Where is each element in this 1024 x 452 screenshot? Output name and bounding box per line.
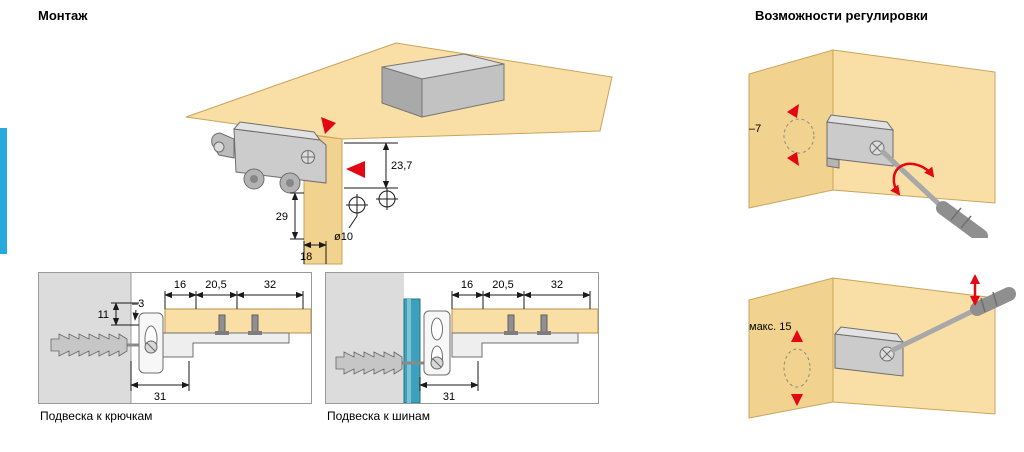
depth-adjustment-illustration: –7: [748, 49, 996, 238]
red-arrow-up: [791, 330, 803, 342]
corner-right-wall: [832, 277, 996, 415]
dim-label-20-5: 20,5: [205, 279, 226, 291]
screwdriver-handle-rib: [980, 297, 986, 313]
dim-label-32: 32: [264, 279, 276, 291]
bracket-wheel-hub: [250, 175, 258, 183]
section-title-adjustment: Возможности регулировки: [755, 8, 928, 23]
mounting-rail: [403, 298, 421, 403]
dim-bottom-31: 31: [419, 361, 479, 403]
red-arrow-push-left: [346, 161, 365, 178]
wall-anchor: [50, 333, 145, 357]
dims-top: 16 20,5 32: [164, 279, 304, 309]
hooks-detail-drawing: 16 20,5 32 11 –3 31: [39, 273, 311, 403]
screwdriver: [890, 287, 1016, 353]
main-mounting-illustration: 23,7 ø10 29 18: [185, 42, 613, 265]
depth-adjust-label: –7: [749, 123, 761, 135]
anchor-dowel: [50, 333, 128, 357]
section-title-mounting: Монтаж: [38, 8, 88, 23]
cover-cap-side: [421, 63, 505, 118]
dims-top: 16 20,5 32: [451, 279, 591, 309]
screw-shaft: [507, 314, 515, 334]
screw-shaft: [218, 314, 226, 334]
bracket-top-bevel: [233, 121, 322, 141]
dim-label-11: 11: [98, 309, 109, 321]
cover-cap: [381, 53, 505, 118]
screwdriver-handle-rib: [950, 207, 962, 221]
dim-label-20-5: 20,5: [492, 279, 513, 291]
adjustment-ghost-outline: [783, 118, 815, 154]
hook-plate: [423, 310, 451, 376]
dim-label-16: 16: [461, 279, 473, 291]
red-arrow-down: [791, 394, 803, 406]
screw-head: [215, 331, 229, 335]
red-rotation-arrow: [890, 162, 935, 196]
anchor-dowel: [335, 351, 403, 375]
dim-label-18: 18: [300, 251, 312, 263]
height-adjustment-illustration: макс. 15: [748, 274, 1016, 419]
red-arrow-down: [787, 152, 799, 166]
hook-slot: [431, 317, 443, 341]
height-adjust-label: макс. 15: [749, 321, 791, 333]
bracket-top-bevel: [834, 326, 905, 343]
screw-head: [504, 331, 518, 335]
hooks-detail-panel: 16 20,5 32 11 –3 31: [38, 272, 312, 404]
mounting-rail-highlight: [407, 299, 411, 403]
screw-shaft: [540, 314, 548, 334]
dim-label-16: 16: [174, 279, 186, 291]
screw-head: [537, 331, 551, 335]
dim-label-31: 31: [154, 391, 166, 403]
bracket-arm: [162, 332, 290, 358]
dim-label-drill: ø10: [334, 231, 353, 243]
screwdriver-handle: [936, 201, 988, 238]
cabinet-panel-cross-section: [164, 308, 311, 334]
suspension-bracket: [826, 114, 895, 169]
bracket-top-bevel: [826, 114, 895, 131]
screwdriver-shaft: [890, 307, 978, 353]
drill-holes: ø10: [334, 188, 398, 243]
hooks-panel-caption: Подвеска к крючкам: [40, 409, 153, 423]
mounting-screws: [504, 314, 551, 335]
screw-cross: [881, 348, 893, 360]
cabinet-panel-cross-section: [451, 308, 598, 334]
dim-bottom-31: 31: [130, 361, 190, 403]
corner-left-wall: [748, 49, 834, 209]
dim-height-29: 29: [276, 192, 304, 240]
adjustment-ghost-outline: [783, 348, 811, 388]
bracket-arm: [451, 332, 579, 358]
rails-detail-panel: 16 20,5 32 31: [325, 272, 599, 404]
screw-slot: [432, 358, 442, 368]
suspension-bracket: [211, 121, 327, 194]
dim-vertical-11: 11: [98, 302, 139, 326]
red-arrow-push-down: [321, 117, 336, 134]
screw-cross: [871, 142, 883, 154]
screw-head: [248, 331, 262, 335]
dim-label-23-7: 23,7: [391, 160, 412, 172]
bracket-hook-eye: [213, 141, 225, 153]
dim-label-32: 32: [551, 279, 563, 291]
mounting-screws: [215, 314, 262, 335]
wall-anchor: [335, 351, 432, 375]
dim-gap-3: –3: [132, 298, 144, 321]
bracket-wheel-hub: [286, 179, 294, 187]
corner-left-wall: [748, 277, 834, 419]
page-edge-tab: [0, 128, 7, 254]
red-arrow-up: [787, 104, 799, 118]
bracket-foot: [826, 157, 840, 169]
screw-slot: [146, 342, 156, 352]
screw-shaft: [251, 314, 259, 334]
screwdriver-handle: [970, 287, 1016, 316]
dim-label-29: 29: [276, 211, 288, 223]
dim-offset-18: 18: [300, 241, 327, 264]
screwdriver-handle-rib: [992, 291, 998, 307]
wall-cross-section: [326, 273, 404, 403]
dim-edge-distance: 23,7: [344, 142, 412, 189]
suspension-bracket: [834, 326, 905, 377]
screwdriver-handle-rib: [960, 215, 972, 229]
dim-label-gap: –3: [132, 298, 144, 310]
dim-label-31: 31: [443, 391, 455, 403]
rails-panel-caption: Подвеска к шинам: [327, 409, 430, 423]
rails-detail-drawing: 16 20,5 32 31: [326, 273, 598, 403]
